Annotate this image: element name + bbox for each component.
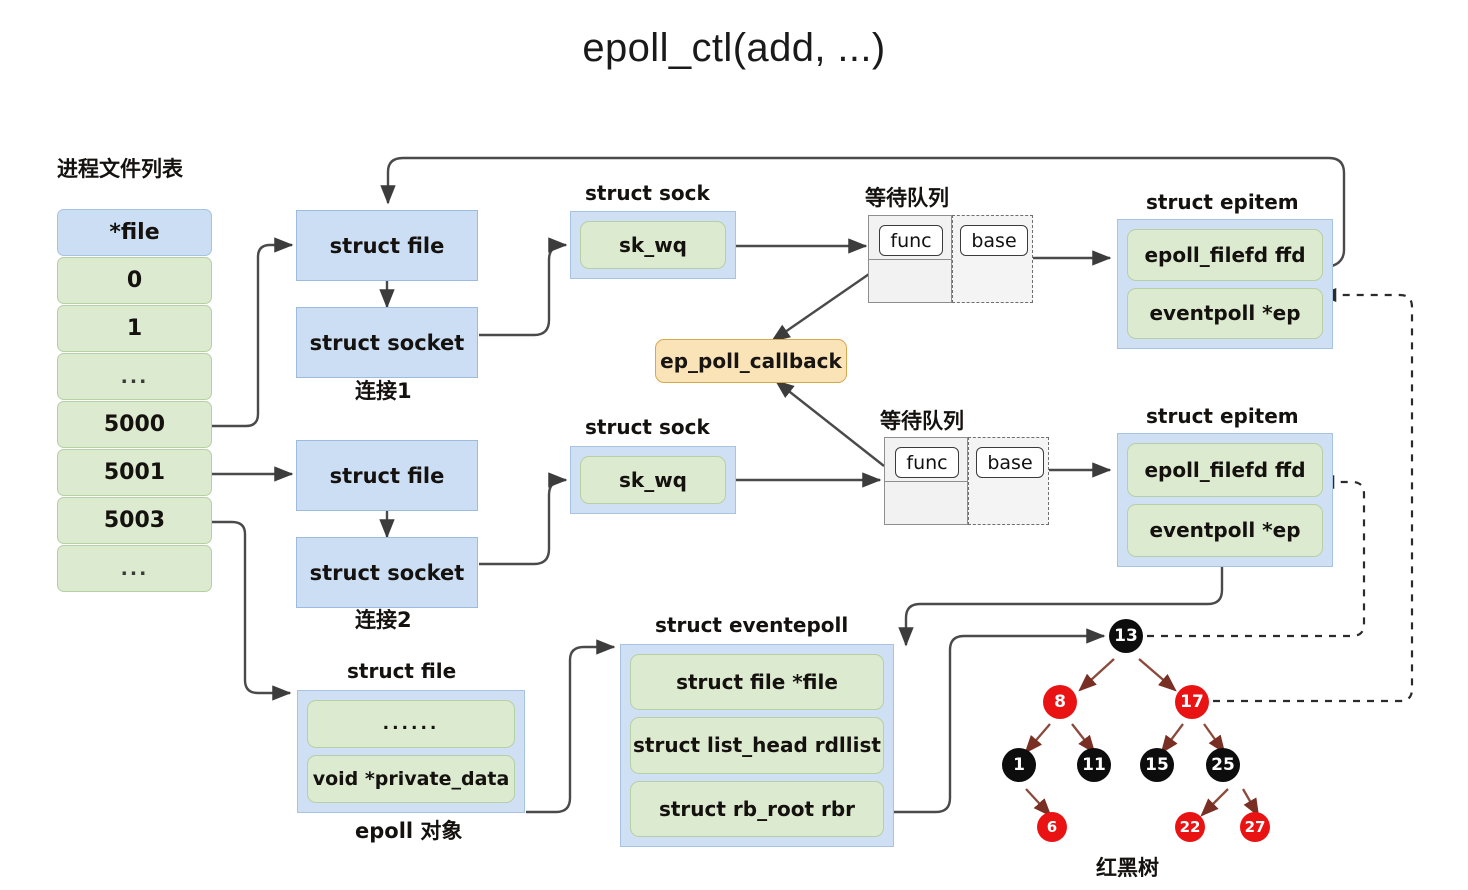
struct-epitem-caption-1: struct epitem	[1146, 190, 1299, 214]
fd-row-ellipsis-bottom: ...	[57, 545, 212, 592]
wait-queue-func-chip-2: func	[895, 447, 959, 478]
rb-node-15: 15	[1140, 748, 1174, 782]
struct-epitem-box-1[interactable]: epoll_filefd ffd eventpoll *ep	[1117, 219, 1333, 349]
struct-socket-box-2[interactable]: struct socket	[296, 537, 478, 608]
struct-sock-caption-1: struct sock	[585, 181, 710, 205]
eventepoll-rbr-field: struct rb_root rbr	[630, 780, 884, 837]
fd-table-header: *file	[57, 209, 212, 256]
wait-queue-1[interactable]: func base	[868, 215, 1033, 303]
struct-file-box-2[interactable]: struct file	[296, 440, 478, 511]
rb-node-8: 8	[1043, 685, 1077, 719]
struct-sock-box-1[interactable]: sk_wq	[570, 211, 736, 279]
wait-queue-base-chip-2: base	[976, 447, 1044, 478]
wait-queue-base-chip-1: base	[960, 225, 1028, 256]
struct-socket-box-1[interactable]: struct socket	[296, 307, 478, 378]
epitem-ffd-field-1: epoll_filefd ffd	[1127, 229, 1323, 281]
fd-row-5000[interactable]: 5000	[57, 401, 212, 448]
epoll-file-private-data-field: void *private_data	[307, 755, 515, 803]
fd-table-caption: 进程文件列表	[57, 157, 183, 181]
fd-row-1[interactable]: 1	[57, 305, 212, 352]
epoll-object-label: epoll 对象	[355, 819, 463, 843]
epoll-struct-file-box[interactable]: ...... void *private_data	[297, 690, 525, 813]
wait-queue-2[interactable]: func base	[884, 437, 1049, 525]
epitem-ffd-field-2: epoll_filefd ffd	[1127, 443, 1323, 497]
struct-epitem-caption-2: struct epitem	[1146, 404, 1299, 428]
rb-node-6: 6	[1037, 812, 1067, 842]
ep-poll-callback-box[interactable]: ep_poll_callback	[655, 339, 847, 383]
fd-row-5001[interactable]: 5001	[57, 449, 212, 496]
epoll-file-ellipsis-field: ......	[307, 700, 515, 748]
rb-node-17: 17	[1175, 685, 1209, 719]
rb-node-1: 1	[1002, 748, 1036, 782]
conn2-label: 连接2	[355, 608, 412, 632]
rb-node-25: 25	[1206, 748, 1240, 782]
epitem-ep-field-2: eventpoll *ep	[1127, 503, 1323, 557]
epoll-file-caption: struct file	[347, 659, 457, 683]
epitem-ep-field-1: eventpoll *ep	[1127, 287, 1323, 339]
struct-sock-caption-2: struct sock	[585, 415, 710, 439]
conn1-label: 连接1	[355, 379, 412, 403]
sk-wq-field-2: sk_wq	[580, 456, 726, 504]
struct-sock-box-2[interactable]: sk_wq	[570, 446, 736, 514]
fd-row-ellipsis-top: ...	[57, 353, 212, 400]
page-title: epoll_ctl(add, ...)	[582, 26, 886, 70]
eventepoll-file-field: struct file *file	[630, 654, 884, 711]
fd-table: *file 0 1 ... 5000 5001 5003 ...	[57, 209, 212, 593]
eventepoll-rdllist-field: struct list_head rdllist	[630, 717, 884, 774]
sk-wq-field-1: sk_wq	[580, 221, 726, 269]
rb-node-11: 11	[1077, 748, 1111, 782]
rbtree-label: 红黑树	[1096, 856, 1159, 880]
wait-queue-divider-1	[868, 259, 952, 260]
struct-epitem-box-2[interactable]: epoll_filefd ffd eventpoll *ep	[1117, 433, 1333, 567]
wait-queue-func-chip-1: func	[879, 225, 943, 256]
rb-node-27: 27	[1240, 812, 1270, 842]
struct-eventepoll-box[interactable]: struct file *file struct list_head rdlli…	[620, 644, 894, 847]
rb-node-13: 13	[1109, 619, 1143, 653]
wait-queue-divider-2	[884, 481, 968, 482]
wait-queue-caption-2: 等待队列	[880, 409, 964, 433]
wait-queue-caption-1: 等待队列	[865, 186, 949, 210]
fd-row-0[interactable]: 0	[57, 257, 212, 304]
rb-node-22: 22	[1175, 812, 1205, 842]
struct-eventepoll-caption: struct eventepoll	[655, 613, 849, 637]
struct-file-box-1[interactable]: struct file	[296, 210, 478, 281]
fd-row-5003[interactable]: 5003	[57, 497, 212, 544]
